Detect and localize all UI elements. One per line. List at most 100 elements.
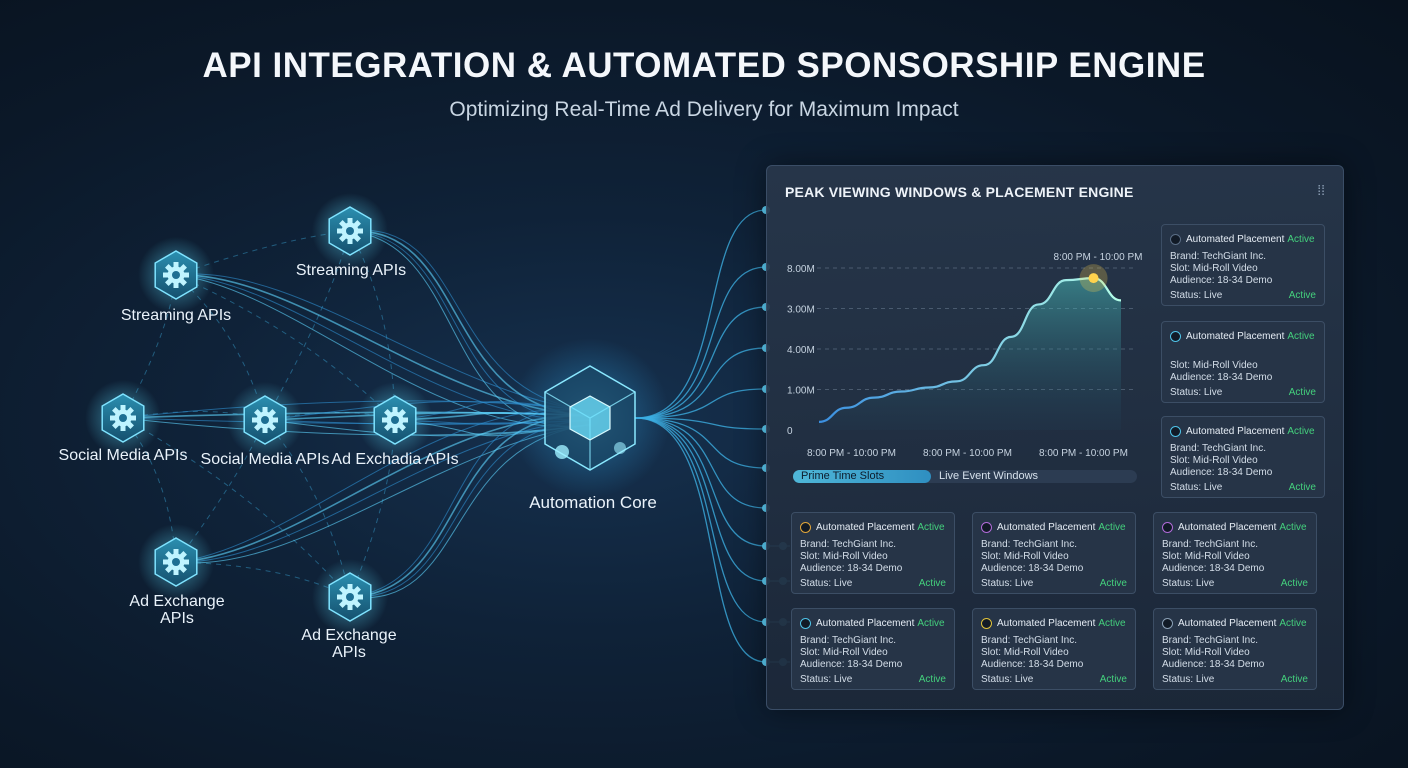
status-value: Active xyxy=(1280,578,1308,589)
active-badge: Active xyxy=(1098,617,1126,629)
gear-icon xyxy=(163,262,189,288)
card-detail-line: Slot: Mid-Roll Video xyxy=(981,551,1069,562)
card-status-row: Status: Live Active xyxy=(1162,674,1308,686)
gear-icon xyxy=(252,407,278,433)
active-badge: Active xyxy=(1287,233,1315,245)
card-title: Automated Placement xyxy=(816,617,915,629)
brand-logo-icon xyxy=(981,521,992,533)
active-badge: Active xyxy=(917,617,945,629)
x-tick-label: 8:00 PM - 10:00 PM xyxy=(1039,448,1128,459)
node-label-social-2: Social Media APIs xyxy=(200,451,330,468)
card-status-row: Status: Live Active xyxy=(1170,290,1316,302)
brand-logo-icon xyxy=(1170,330,1181,342)
y-tick-label: 1.00M xyxy=(787,386,815,397)
card-detail-line: Audience: 18-34 Demo xyxy=(800,659,903,670)
status-label: Status: Live xyxy=(1162,578,1215,589)
core-gear-icon xyxy=(614,442,626,454)
api-node-social-1[interactable] xyxy=(85,380,161,456)
brand-logo-icon xyxy=(981,617,992,629)
node-label-streaming-1: Streaming APIs xyxy=(120,307,232,324)
status-value: Active xyxy=(1280,674,1308,685)
gear-icon xyxy=(337,218,363,244)
card-detail-line: Slot: Mid-Roll Video xyxy=(800,647,888,658)
card-detail-line: Slot: Mid-Roll Video xyxy=(1170,263,1258,274)
node-label-social-1: Social Media APIs xyxy=(58,447,188,464)
slot-timeline-bar[interactable]: Prime Time Slots Live Event Windows xyxy=(793,470,1137,483)
api-node-social-2[interactable] xyxy=(227,382,303,458)
api-node-adex-1[interactable] xyxy=(138,524,214,600)
gear-icon xyxy=(110,405,136,431)
card-detail-line: Brand: TechGiant Inc. xyxy=(800,539,896,550)
card-detail-line: Slot: Mid-Roll Video xyxy=(1170,455,1258,466)
brand-logo-icon xyxy=(800,521,811,533)
card-title: Automated Placement xyxy=(1186,233,1285,245)
y-tick-label: 8.00M xyxy=(787,264,815,275)
card-detail-line: Audience: 18-34 Demo xyxy=(1162,659,1265,670)
status-value: Active xyxy=(1099,674,1127,685)
status-label: Status: Live xyxy=(1162,674,1215,685)
automation-core-cube[interactable] xyxy=(510,338,670,498)
card-detail-line: Slot: Mid-Roll Video xyxy=(800,551,888,562)
node-label-adex-2: Ad Exchange APIs xyxy=(301,627,397,661)
card-title: Automated Placement xyxy=(816,521,915,533)
brand-logo-icon xyxy=(800,617,811,629)
active-badge: Active xyxy=(1287,330,1315,342)
card-title: Automated Placement xyxy=(1178,617,1277,629)
status-value: Active xyxy=(1288,482,1316,493)
status-value: Active xyxy=(918,674,946,685)
y-tick-label: 0 xyxy=(787,426,793,437)
gear-icon xyxy=(337,584,363,610)
node-label-streaming-2: Streaming APIs xyxy=(295,262,407,279)
status-value: Active xyxy=(1099,578,1127,589)
status-label: Status: Live xyxy=(1170,290,1223,301)
card-detail-line: Brand: TechGiant Inc. xyxy=(1162,635,1258,646)
status-label: Status: Live xyxy=(1170,482,1223,493)
brand-logo-icon xyxy=(1170,425,1181,437)
card-detail-line: Brand: TechGiant Inc. xyxy=(981,539,1077,550)
node-label-adex-1: Ad Exchange APIs xyxy=(129,593,225,627)
panel-title: PEAK VIEWING WINDOWS & PLACEMENT ENGINE xyxy=(785,184,1134,200)
api-node-adex-2[interactable] xyxy=(312,559,388,635)
gear-icon xyxy=(163,549,189,575)
card-status-row: Status: Live Active xyxy=(1170,482,1316,494)
api-node-streaming-2[interactable] xyxy=(312,193,388,269)
card-detail-line: Brand: TechGiant Inc. xyxy=(1170,251,1266,262)
card-detail-line: Slot: Mid-Roll Video xyxy=(981,647,1069,658)
card-detail-line: Audience: 18-34 Demo xyxy=(1170,467,1273,478)
brand-logo-icon xyxy=(1170,233,1181,245)
card-title: Automated Placement xyxy=(1178,521,1277,533)
status-value: Active xyxy=(1288,290,1316,301)
card-title: Automated Placement xyxy=(1186,330,1285,342)
card-detail-line: Audience: 18-34 Demo xyxy=(1170,372,1273,383)
card-detail-line: Brand: TechGiant Inc. xyxy=(981,635,1077,646)
status-label: Status: Live xyxy=(1170,387,1223,398)
api-node-adex-mid[interactable] xyxy=(357,382,433,458)
brand-logo-icon xyxy=(1162,617,1173,629)
api-node-streaming-1[interactable] xyxy=(138,237,214,313)
grip-icon[interactable]: ⁞⁞ xyxy=(1317,182,1325,198)
series-area xyxy=(819,278,1121,430)
card-title: Automated Placement xyxy=(997,521,1096,533)
active-badge: Active xyxy=(1287,425,1315,437)
card-detail-line: Audience: 18-34 Demo xyxy=(1170,275,1273,286)
card-detail-line: Audience: 18-34 Demo xyxy=(981,563,1084,574)
peak-point[interactable] xyxy=(1088,273,1099,284)
